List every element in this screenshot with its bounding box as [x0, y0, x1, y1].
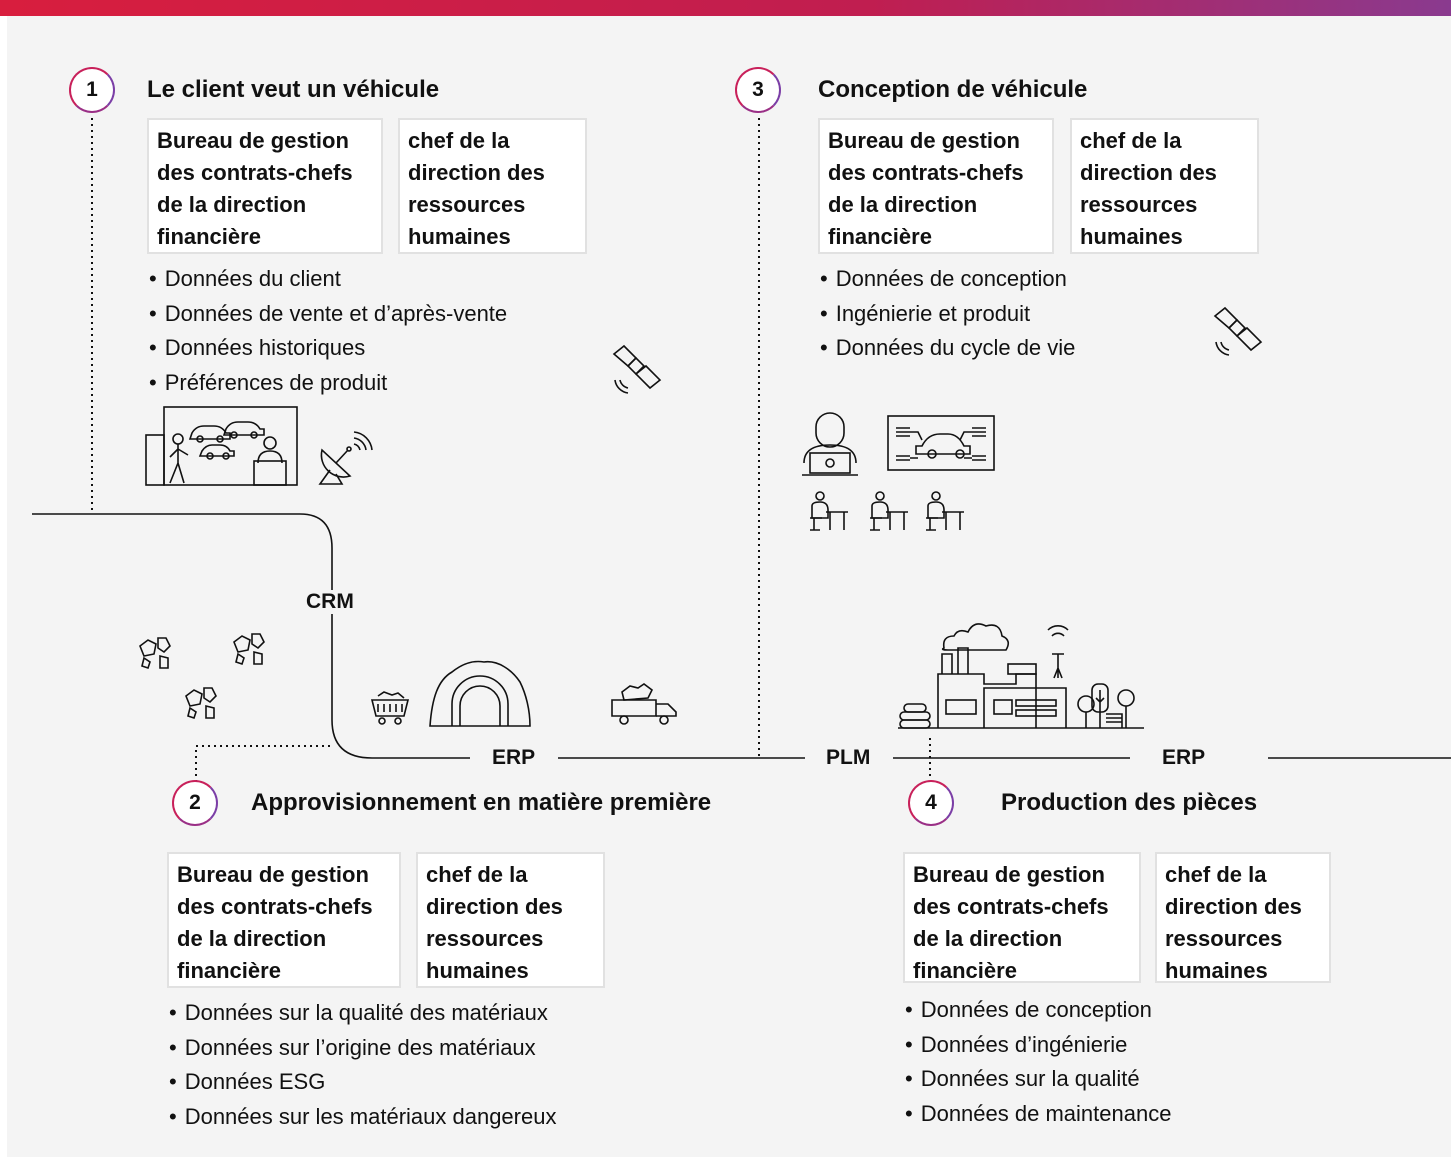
- step-4-data-list: Données de conception Données d’ingénier…: [905, 993, 1172, 1132]
- satellite-icon: [1207, 306, 1267, 362]
- list-item: Données du cycle de vie: [820, 331, 1076, 366]
- factory-icon: [894, 618, 1144, 730]
- ore-rocks-icon: [180, 682, 220, 722]
- designer-laptop-icon: [800, 411, 860, 477]
- step-2-chro-box: chef de la direction des ressources huma…: [416, 852, 605, 988]
- ore-truck-icon: [610, 682, 680, 728]
- list-item: Données de conception: [820, 262, 1075, 297]
- list-item: Données de maintenance: [905, 1097, 1172, 1132]
- step-1-number: 1: [69, 67, 115, 113]
- satellite-icon: [606, 344, 666, 400]
- step-3-chro-box: chef de la direction des ressources huma…: [1070, 118, 1259, 254]
- step-3-number: 3: [735, 67, 781, 113]
- ore-rocks-icon: [228, 628, 268, 668]
- ore-rocks-icon: [134, 632, 174, 672]
- main-flow-line: [32, 513, 470, 759]
- step-2-number: 2: [172, 780, 218, 826]
- erp-label-right: ERP: [1148, 746, 1220, 770]
- engineer-desk-icon: [922, 490, 966, 532]
- car-showroom-icon: [144, 405, 299, 487]
- list-item: Données d’ingénierie: [905, 1028, 1171, 1063]
- step-2-title: Approvisionnement en matière première: [251, 789, 712, 816]
- list-item: Données historiques: [149, 331, 507, 366]
- list-item: Données du client: [149, 262, 507, 297]
- step-4-number: 4: [908, 780, 954, 826]
- step-1-data-list: Données du client Données de vente et d’…: [149, 262, 507, 400]
- step-3-title: Conception de véhicule: [818, 76, 1088, 103]
- step-3-data-list: Données de conception Ingénierie et prod…: [820, 262, 1076, 366]
- list-item: Données ESG: [169, 1065, 556, 1100]
- list-item: Données sur les matériaux dangereux: [169, 1100, 557, 1135]
- plm-label: PLM: [812, 746, 885, 770]
- crm-label: CRM: [292, 590, 368, 614]
- mine-cart-icon: [370, 690, 410, 726]
- engineer-desk-icon: [806, 490, 850, 532]
- mine-tunnel-icon: [428, 658, 532, 728]
- list-item: Données sur la qualité des matériaux: [169, 996, 556, 1031]
- erp-label-left: ERP: [478, 746, 550, 770]
- step-4-chro-box: chef de la direction des ressources huma…: [1155, 852, 1331, 983]
- list-item: Données sur l’origine des matériaux: [169, 1031, 556, 1066]
- list-item: Préférences de produit: [149, 366, 507, 401]
- step-2-cfo-box: Bureau de gestion des contrats-chefs de …: [167, 852, 401, 988]
- list-item: Données de conception: [905, 993, 1171, 1028]
- step-2-data-list: Données sur la qualité des matériaux Don…: [169, 996, 557, 1135]
- list-item: Données de vente et d’après-vente: [149, 297, 507, 332]
- car-blueprint-icon: [886, 414, 996, 472]
- list-item: Ingénierie et produit: [820, 297, 1075, 332]
- satellite-dish-icon: [316, 430, 374, 486]
- step2-connector: [195, 745, 330, 782]
- step-1-chro-box: chef de la direction des ressources huma…: [398, 118, 587, 254]
- engineer-desk-icon: [866, 490, 910, 532]
- list-item: Données sur la qualité: [905, 1062, 1171, 1097]
- top-accent-bar: [0, 0, 1451, 16]
- step-3-cfo-box: Bureau de gestion des contrats-chefs de …: [818, 118, 1054, 254]
- step-1-cfo-box: Bureau de gestion des contrats-chefs de …: [147, 118, 383, 254]
- step-1-title: Le client veut un véhicule: [147, 76, 440, 103]
- step-4-cfo-box: Bureau de gestion des contrats-chefs de …: [903, 852, 1141, 983]
- step-4-title: Production des pièces: [1001, 789, 1258, 816]
